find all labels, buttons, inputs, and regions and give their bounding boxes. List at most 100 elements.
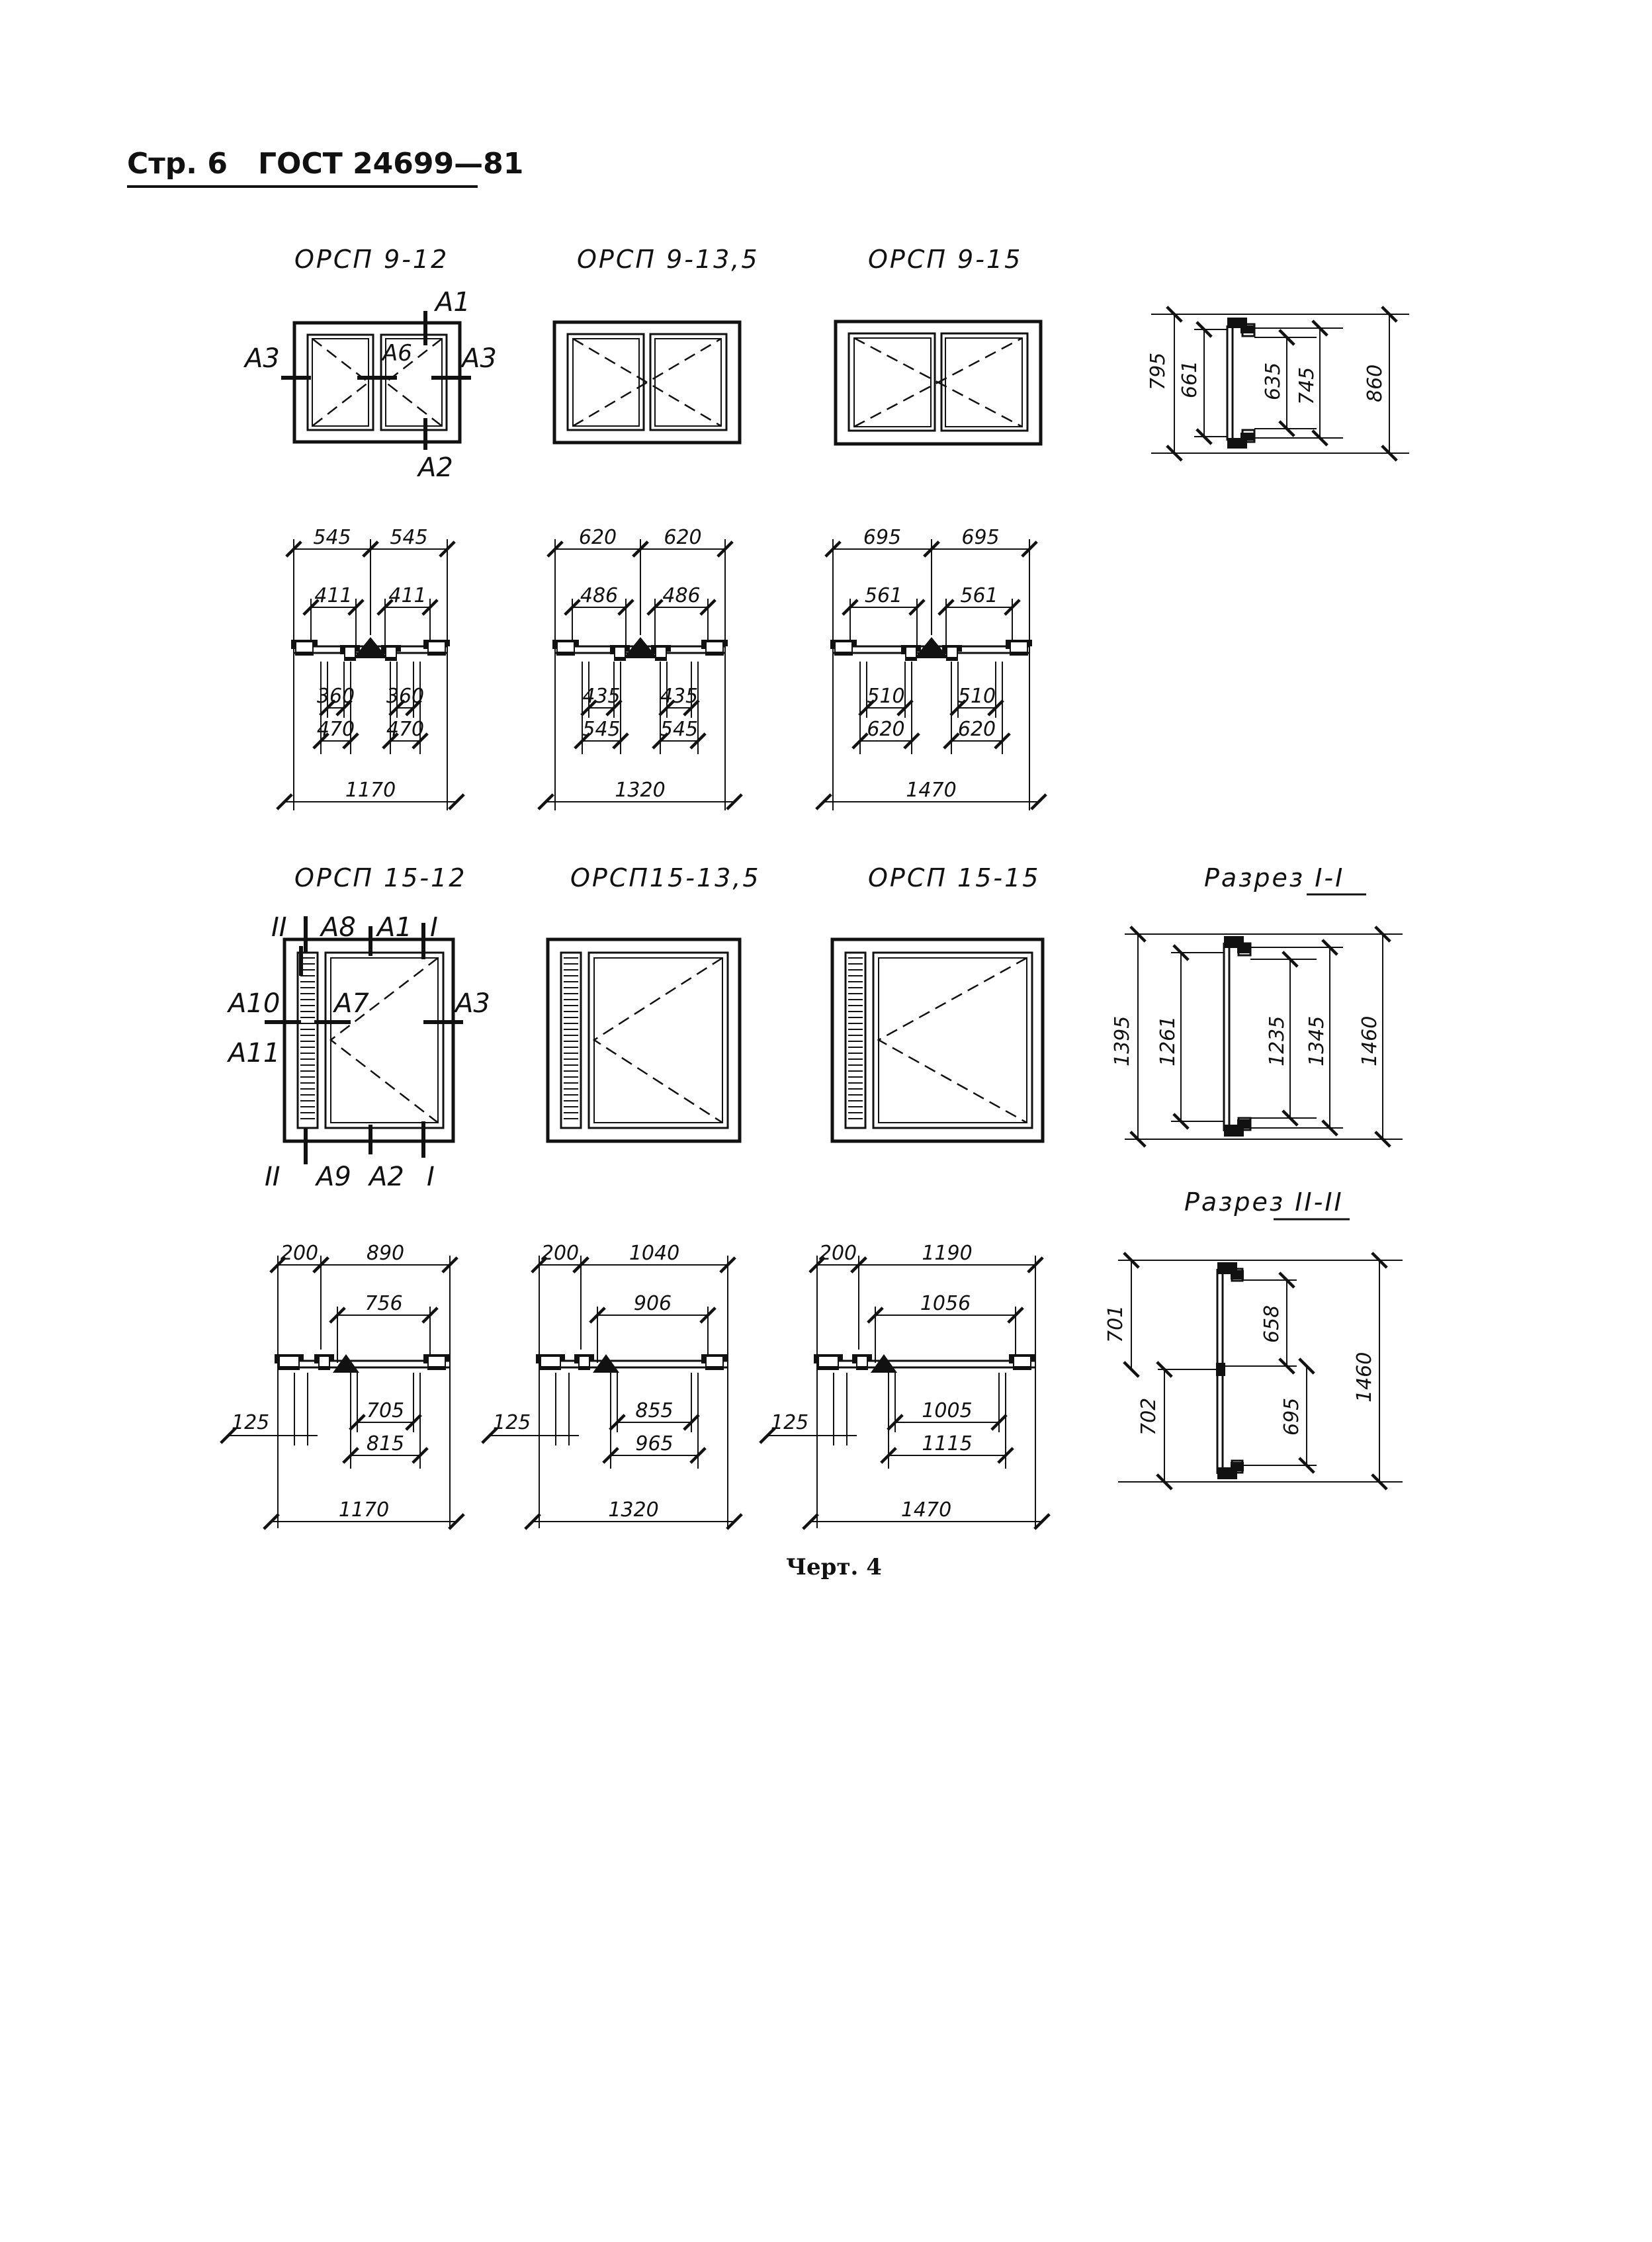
marker-ii-top: II — [271, 912, 287, 943]
dim-left-glass: 435 — [582, 685, 620, 708]
dim-left-inner: 561 — [865, 584, 902, 607]
window-elevation-15-15: ОРСП 15-15 — [830, 863, 1045, 1143]
dim-total: 1170 — [339, 1498, 389, 1522]
window-title: ОРСП 15-12 — [294, 863, 466, 892]
dim-left-inner: 411 — [314, 584, 352, 607]
dim-sash: 1115 — [922, 1432, 972, 1455]
plan-0: 545 545 411 411 360 360 470 470 1170 — [276, 526, 465, 810]
marker-a10: А10 — [226, 988, 280, 1019]
dim-200: 200 — [281, 1242, 318, 1265]
dim-inner: 1056 — [920, 1292, 971, 1315]
dim-right-sash: 620 — [958, 718, 996, 741]
dim-total: 1320 — [608, 1498, 658, 1522]
window-elevation-9-15: ОРСП 9-15 — [834, 245, 1043, 446]
dim-inner: 906 — [634, 1292, 672, 1315]
dim-661: 661 — [1178, 361, 1201, 398]
dim-right-top: 695 — [961, 526, 999, 549]
mullion-profile — [914, 637, 949, 658]
section-i-i: Разрез I-I 1395 1261 1235 1345 1460 — [1111, 863, 1403, 1148]
dim-200: 200 — [541, 1242, 579, 1265]
marker-i-top: I — [430, 912, 438, 943]
figure-caption: Черт. 4 — [786, 1554, 882, 1580]
mullion-profile — [623, 637, 658, 658]
dim-635: 635 — [1262, 363, 1285, 400]
page-number: Стр. 6 — [127, 147, 228, 181]
marker-a2: А2 — [367, 1162, 404, 1192]
dim-total: 1170 — [345, 779, 396, 802]
marker-i-bottom: I — [427, 1162, 435, 1192]
window-title: ОРСП 9-12 — [294, 245, 449, 274]
section-title: Разрез II-II — [1184, 1187, 1344, 1217]
standard-number: ГОСТ 24699—81 — [258, 147, 523, 181]
dim-total: 1470 — [906, 779, 956, 802]
dim-sash: 815 — [367, 1432, 404, 1455]
dim-top: 890 — [367, 1242, 404, 1265]
window-elevation-9-13-5: ОРСП 9-13,5 — [552, 245, 760, 445]
dim-sash: 965 — [635, 1432, 673, 1455]
dim-1261: 1261 — [1156, 1016, 1180, 1066]
window-title: ОРСП 9-15 — [868, 245, 1022, 274]
window-elevation-9-12: ОРСП 9-12 А1 А2 А3 А3 А6 — [243, 245, 497, 483]
dim-right-top: 620 — [664, 526, 701, 549]
dim-1460: 1460 — [1358, 1016, 1381, 1066]
page-header: Стр. 6 ГОСТ 24699—81 — [127, 147, 523, 188]
window-title: ОРСП 15-15 — [868, 863, 1040, 892]
dim-right-top: 545 — [390, 526, 427, 549]
dim-total: 1320 — [615, 779, 665, 802]
dim-1345: 1345 — [1305, 1016, 1328, 1066]
dim-top: 1040 — [629, 1242, 679, 1265]
section-9-series: 795 661 635 745 860 — [1147, 306, 1409, 462]
dim-695: 695 — [1280, 1398, 1303, 1436]
dim-right-inner: 411 — [388, 584, 426, 607]
section-ii-ii: Разрез II-II 701 702 658 695 1460 — [1104, 1187, 1403, 1490]
dim-left-sash: 620 — [867, 718, 904, 741]
window-elevation-15-12: ОРСП 15-12 II А8 А1 I А10 А7 А3 А11 II А… — [226, 863, 490, 1192]
marker-a3-right: А3 — [460, 343, 497, 374]
dim-right-glass: 435 — [660, 685, 698, 708]
dim-total: 1470 — [901, 1498, 951, 1522]
dim-658: 658 — [1260, 1305, 1283, 1343]
mullion-profile — [871, 1354, 897, 1373]
mullion-profile — [593, 1354, 619, 1373]
dim-right-glass: 360 — [386, 685, 424, 708]
dim-795: 795 — [1147, 353, 1170, 390]
dim-1460: 1460 — [1353, 1352, 1376, 1402]
dim-left-glass: 510 — [867, 685, 904, 708]
marker-a1: А1 — [433, 287, 470, 318]
dim-left-sash: 545 — [582, 718, 620, 741]
marker-a6: А6 — [381, 340, 412, 366]
plan-2: 695 695 561 561 510 510 620 620 1470 — [815, 526, 1047, 810]
section-title: Разрез I-I — [1204, 863, 1344, 892]
dim-left-top: 620 — [579, 526, 617, 549]
window-title: ОРСП 9-13,5 — [577, 245, 760, 274]
dim-125: 125 — [771, 1411, 808, 1434]
dim-right-inner: 561 — [960, 584, 998, 607]
dim-125: 125 — [493, 1411, 531, 1434]
dim-1235: 1235 — [1266, 1016, 1289, 1066]
marker-a7: А7 — [332, 988, 369, 1019]
dim-left-top: 545 — [313, 526, 351, 549]
marker-a8: А8 — [319, 912, 356, 943]
dim-left-top: 695 — [863, 526, 901, 549]
marker-a1: А1 — [375, 912, 412, 943]
dim-745: 745 — [1295, 367, 1319, 405]
dim-right-inner: 486 — [662, 584, 700, 607]
dim-right-sash: 545 — [660, 718, 698, 741]
dim-left-glass: 360 — [317, 685, 355, 708]
dim-left-sash: 470 — [317, 718, 355, 741]
marker-a3-left: А3 — [243, 343, 280, 374]
dim-860: 860 — [1364, 365, 1387, 402]
dim-right-sash: 470 — [386, 718, 424, 741]
dim-right-glass: 510 — [958, 685, 996, 708]
dim-inner: 756 — [365, 1292, 402, 1315]
marker-a9: А9 — [314, 1162, 351, 1192]
window-elevation-15-13-5: ОРСП15-13,5 — [546, 863, 759, 1143]
dim-200: 200 — [819, 1242, 857, 1265]
dim-glass: 705 — [367, 1399, 404, 1422]
dim-top: 1190 — [922, 1242, 972, 1265]
marker-a3: А3 — [453, 988, 490, 1019]
